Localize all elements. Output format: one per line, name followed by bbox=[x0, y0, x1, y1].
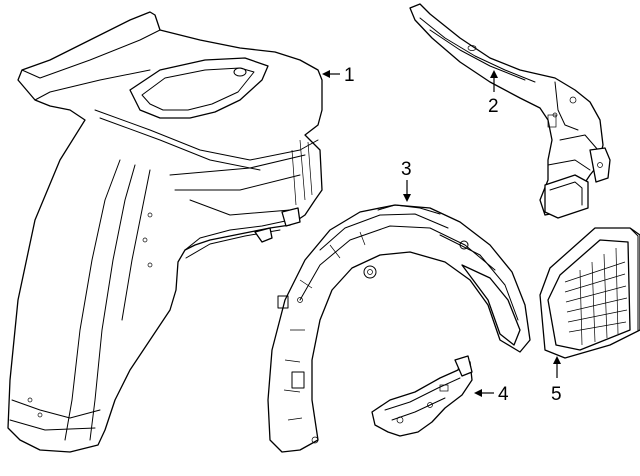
callout-1-label: 1 bbox=[344, 65, 355, 86]
callout-4: 4 bbox=[474, 384, 509, 405]
callout-3-label: 3 bbox=[401, 159, 412, 180]
inner-panel-bracket bbox=[409, 3, 611, 219]
quarter-panel bbox=[7, 11, 323, 453]
callout-4-label: 4 bbox=[498, 384, 509, 405]
callout-2: 2 bbox=[488, 70, 499, 117]
bracket bbox=[371, 355, 473, 437]
callout-5-label: 5 bbox=[551, 384, 562, 405]
callout-5: 5 bbox=[551, 356, 562, 405]
wheel-house-liner bbox=[267, 204, 531, 453]
vent-grille bbox=[539, 227, 640, 359]
callout-3: 3 bbox=[401, 159, 412, 202]
callout-2-label: 2 bbox=[488, 96, 499, 117]
callout-1: 1 bbox=[322, 65, 355, 86]
